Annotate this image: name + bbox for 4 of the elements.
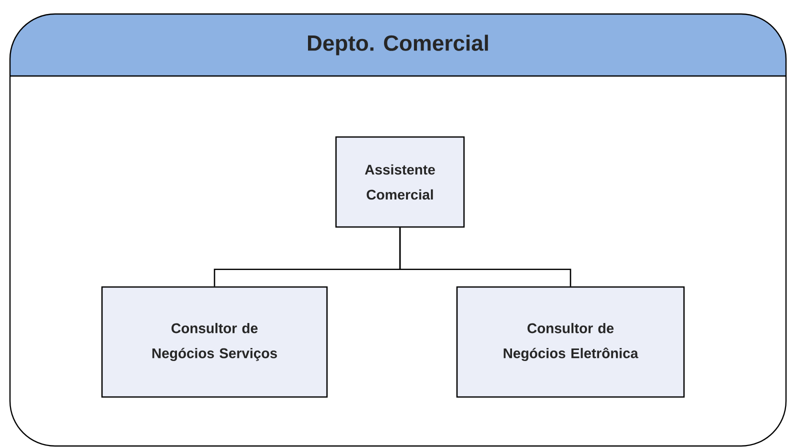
role-box: Assistente Comercial (335, 136, 465, 228)
role-box: Consultor de Negócios Serviços (101, 286, 328, 398)
role-box: Consultor de Negócios Eletrônica (456, 286, 685, 398)
connector-line (399, 228, 572, 286)
